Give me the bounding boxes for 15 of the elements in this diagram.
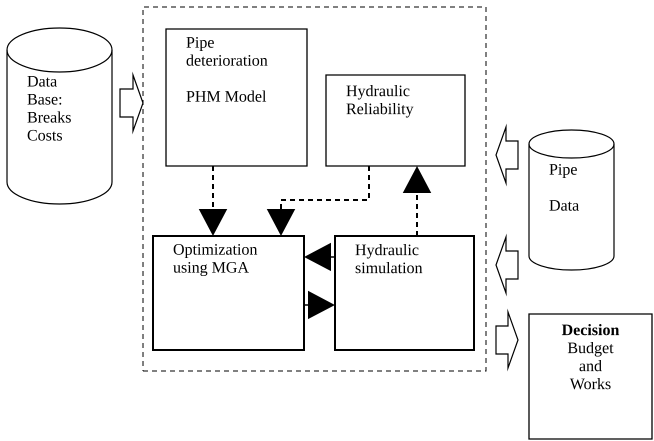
block-arrow <box>495 234 519 296</box>
process-box: Hydraulic simulation <box>334 235 475 351</box>
database-cylinder: Data Base: Breaks Costs <box>6 27 113 205</box>
process-box: Hydraulic Reliability <box>325 74 466 167</box>
dashed-frame <box>142 6 486 372</box>
process-box: Optimization using MGA <box>152 235 305 351</box>
database-cylinder: Pipe Data <box>528 129 615 271</box>
node-label: Pipe <box>549 164 577 178</box>
decision-box: Decision Budget and Works <box>528 313 653 440</box>
node-label: Data Base: Breaks Costs <box>27 76 71 141</box>
process-box: Pipe deterioration PHM Model <box>165 28 308 167</box>
node-label: Data <box>549 200 579 211</box>
block-arrow <box>495 124 519 186</box>
block-arrow <box>495 308 519 372</box>
block-arrow <box>119 72 144 134</box>
